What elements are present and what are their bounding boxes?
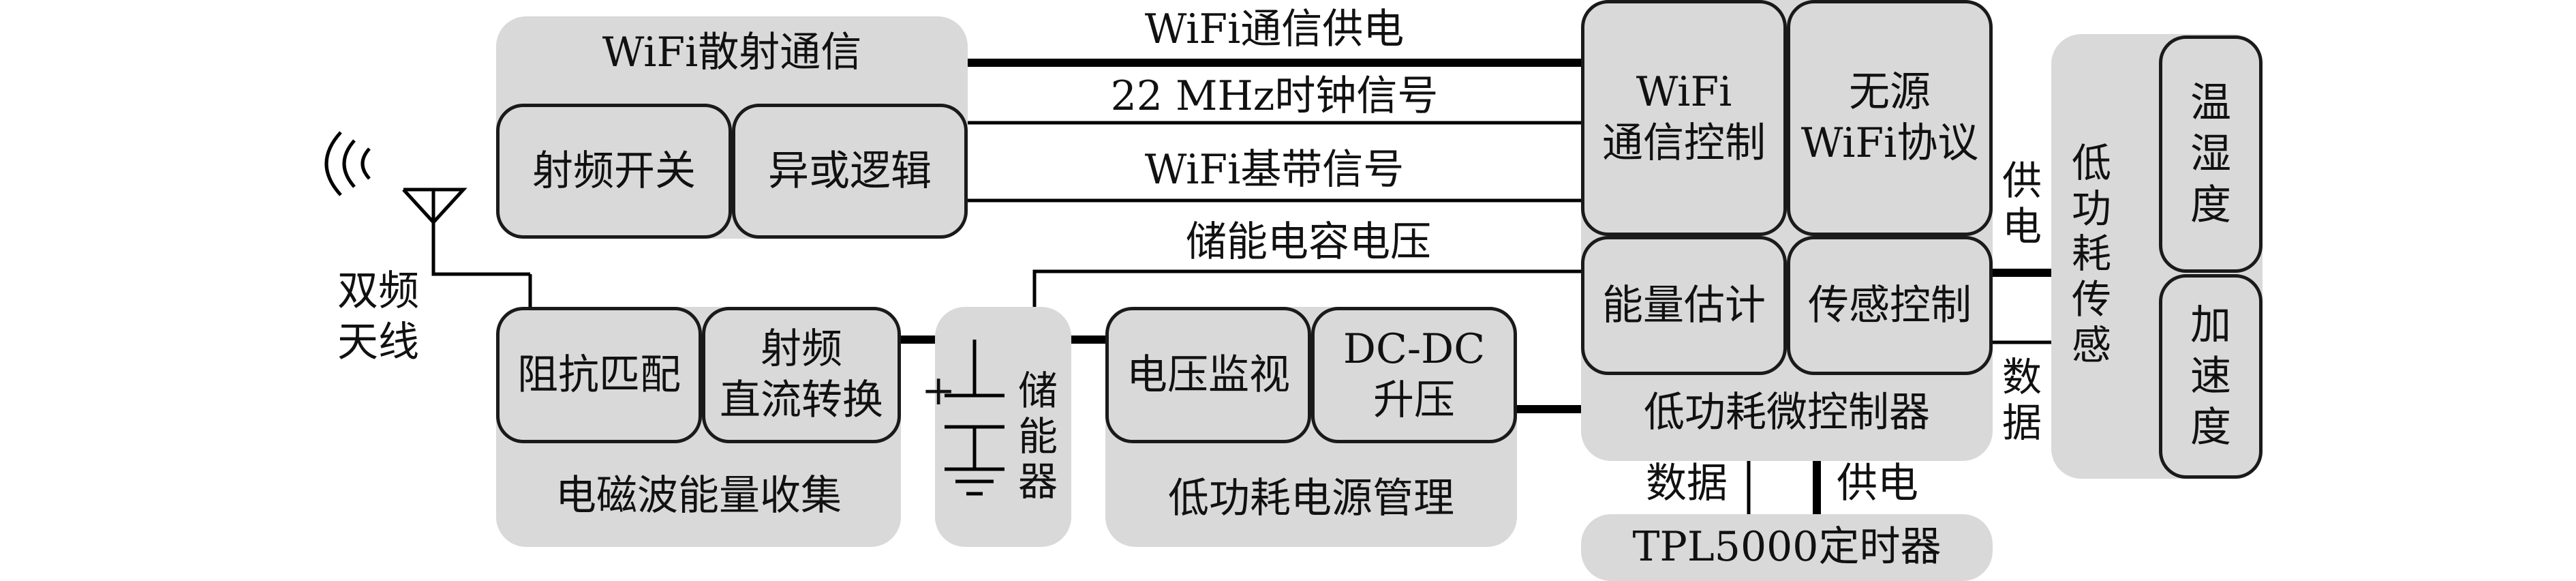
timer-data-label: 数据 (1646, 460, 1728, 507)
clock-label: 22 MHz时钟信号 (1110, 72, 1439, 120)
data-right-label: 数据 (2002, 354, 2042, 446)
capacitor-icon (945, 340, 1005, 496)
power-right-label: 供电 (2002, 158, 2042, 250)
volt-mon-block: 电压监视 (1105, 307, 1311, 443)
energy-est-block: 能量估计 (1581, 236, 1787, 375)
antenna-label: 双频 天线 (337, 267, 419, 366)
sensor-ctrl-block: 传感控制 (1787, 236, 1993, 375)
antenna-icon (324, 131, 467, 225)
timer-title: TPL5000定时器 (1632, 523, 1942, 571)
impedance-block: 阻抗匹配 (496, 307, 702, 443)
sensor-title: 低功耗传感 (2071, 140, 2111, 368)
em-harvest-title: 电磁波能量收集 (555, 472, 842, 520)
wifi-power-label: WiFi通信供电 (1144, 5, 1405, 53)
rf-switch-block: 射频开关 (496, 104, 732, 239)
baseband-label: WiFi基带信号 (1144, 146, 1405, 194)
antenna-feed-line (431, 213, 530, 276)
storage-title: 储能器 (1017, 368, 1058, 505)
accel-block: 加 速 度 (2159, 274, 2263, 479)
cap-voltage-label: 储能电容电压 (1186, 218, 1431, 266)
dcdc-block: DC-DC 升压 (1311, 307, 1517, 443)
rf-dc-block: 射频 直流转换 (702, 307, 901, 443)
timer-power-label: 供电 (1837, 460, 1918, 507)
mcu-title: 低功耗微控制器 (1644, 389, 1930, 436)
wifi-scatter-title: WiFi散射通信 (602, 29, 862, 76)
power-mgmt-title: 低功耗电源管理 (1168, 475, 1454, 522)
wifi-ctrl-block: WiFi 通信控制 (1581, 0, 1787, 236)
capacitor-plus-label: + (921, 367, 956, 415)
timer-group (1581, 514, 1993, 581)
temp-hum-block: 温 湿 度 (2159, 35, 2263, 273)
passive-wifi-block: 无源 WiFi协议 (1787, 0, 1993, 236)
xor-logic-block: 异或逻辑 (732, 104, 968, 239)
